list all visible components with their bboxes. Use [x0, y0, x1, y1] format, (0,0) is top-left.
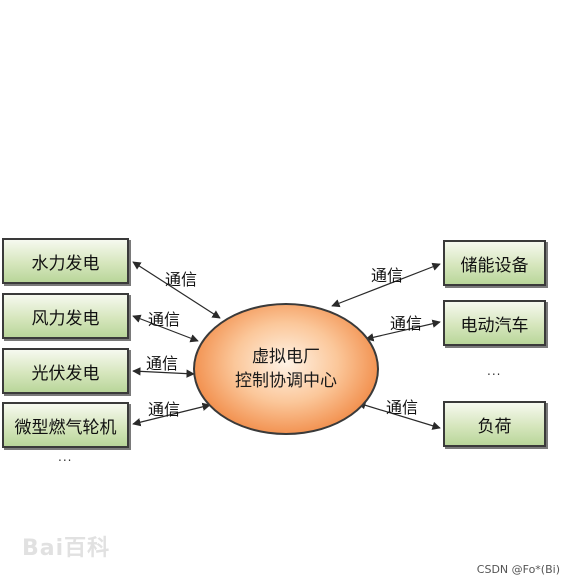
csdn-watermark: CSDN @Fo*(Bi) [476, 563, 560, 576]
node-label: 水力发电 [31, 253, 100, 274]
arrow-load [357, 401, 441, 430]
node-label: 负荷 [477, 416, 512, 437]
edge-label-ev: 通信 [390, 314, 423, 333]
right-ellipsis: ... [487, 364, 502, 378]
center-line-2: 控制协调中心 [235, 371, 337, 391]
node-wind-power: 风力发电 [2, 293, 129, 339]
center-vpp-control: 虚拟电厂 控制协调中心 [193, 303, 379, 435]
edge-label-storage: 通信 [371, 266, 404, 285]
edge-label-turbine: 通信 [148, 400, 181, 419]
node-label: 光伏发电 [31, 363, 100, 384]
node-label: 电动汽车 [460, 315, 529, 336]
arrow-turbine [132, 402, 211, 427]
arrow-ev [365, 319, 441, 342]
node-energy-storage: 储能设备 [443, 240, 546, 286]
arrow-solar [132, 367, 195, 378]
edge-label-load: 通信 [386, 398, 419, 417]
node-label: 风力发电 [31, 308, 100, 329]
node-solar-power: 光伏发电 [2, 348, 129, 394]
edge-label-wind: 通信 [148, 310, 181, 329]
arrow-hydro [132, 261, 221, 319]
center-line-1: 虚拟电厂 [252, 347, 320, 367]
node-label: 储能设备 [460, 255, 529, 276]
node-load: 负荷 [443, 401, 546, 447]
left-ellipsis: ... [58, 450, 73, 464]
baidu-watermark: Bai百科 [22, 536, 111, 561]
node-micro-gas-turbine: 微型燃气轮机 [2, 402, 129, 448]
node-label: 微型燃气轮机 [14, 417, 117, 438]
edge-label-hydro: 通信 [165, 270, 198, 289]
arrow-storage [331, 262, 441, 308]
node-electric-vehicle: 电动汽车 [443, 300, 546, 346]
arrow-wind [132, 314, 199, 343]
node-hydro-power: 水力发电 [2, 238, 129, 284]
edge-label-solar: 通信 [146, 354, 179, 373]
